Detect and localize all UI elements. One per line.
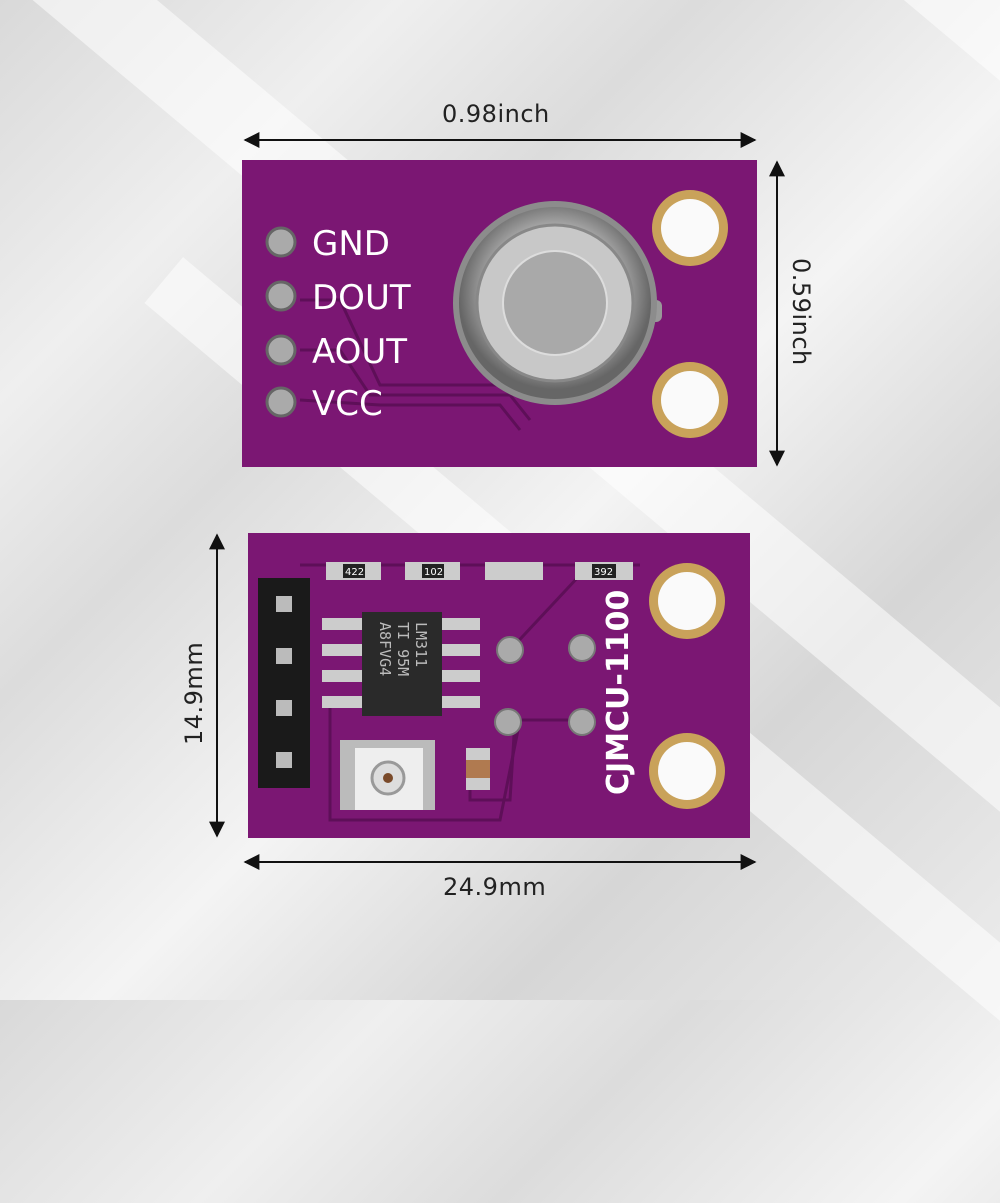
- vias: [494, 634, 596, 736]
- smd-resistors: 422 102 392: [326, 562, 633, 580]
- bottom-board: 422 102 392 LM311 TI 95M A8FVG4: [248, 533, 750, 838]
- top-board: GND DOUT AOUT VCC: [242, 160, 757, 467]
- product-illustration: GND DOUT AOUT VCC: [209, 132, 785, 870]
- dimension-top-height: 0.59inch: [787, 258, 815, 366]
- pin-label-vcc: VCC: [312, 384, 383, 424]
- dimension-bottom-height: 14.9mm: [180, 641, 208, 745]
- dimension-top-width: 0.98inch: [442, 100, 550, 128]
- resistor-label: 392: [594, 567, 613, 578]
- capacitor: [466, 748, 490, 790]
- pin-label-gnd: GND: [312, 224, 390, 264]
- chip-marking: LM311: [412, 622, 430, 667]
- resistor-label: 422: [345, 567, 364, 578]
- dimension-bottom-width: 24.9mm: [443, 873, 547, 901]
- pin-header: [258, 578, 310, 788]
- resistor-label: 102: [424, 567, 443, 578]
- header-pin-holes: [265, 226, 297, 418]
- ic-chip: LM311 TI 95M A8FVG4: [322, 612, 480, 716]
- model-label: CJMCU-1100: [601, 590, 636, 795]
- pin-label-dout: DOUT: [312, 278, 411, 318]
- gas-sensor-can: [453, 201, 662, 405]
- chip-marking: TI 95M: [394, 622, 412, 676]
- pin-label-aout: AOUT: [312, 332, 407, 372]
- potentiometer: [340, 740, 435, 810]
- chip-marking: A8FVG4: [376, 622, 394, 676]
